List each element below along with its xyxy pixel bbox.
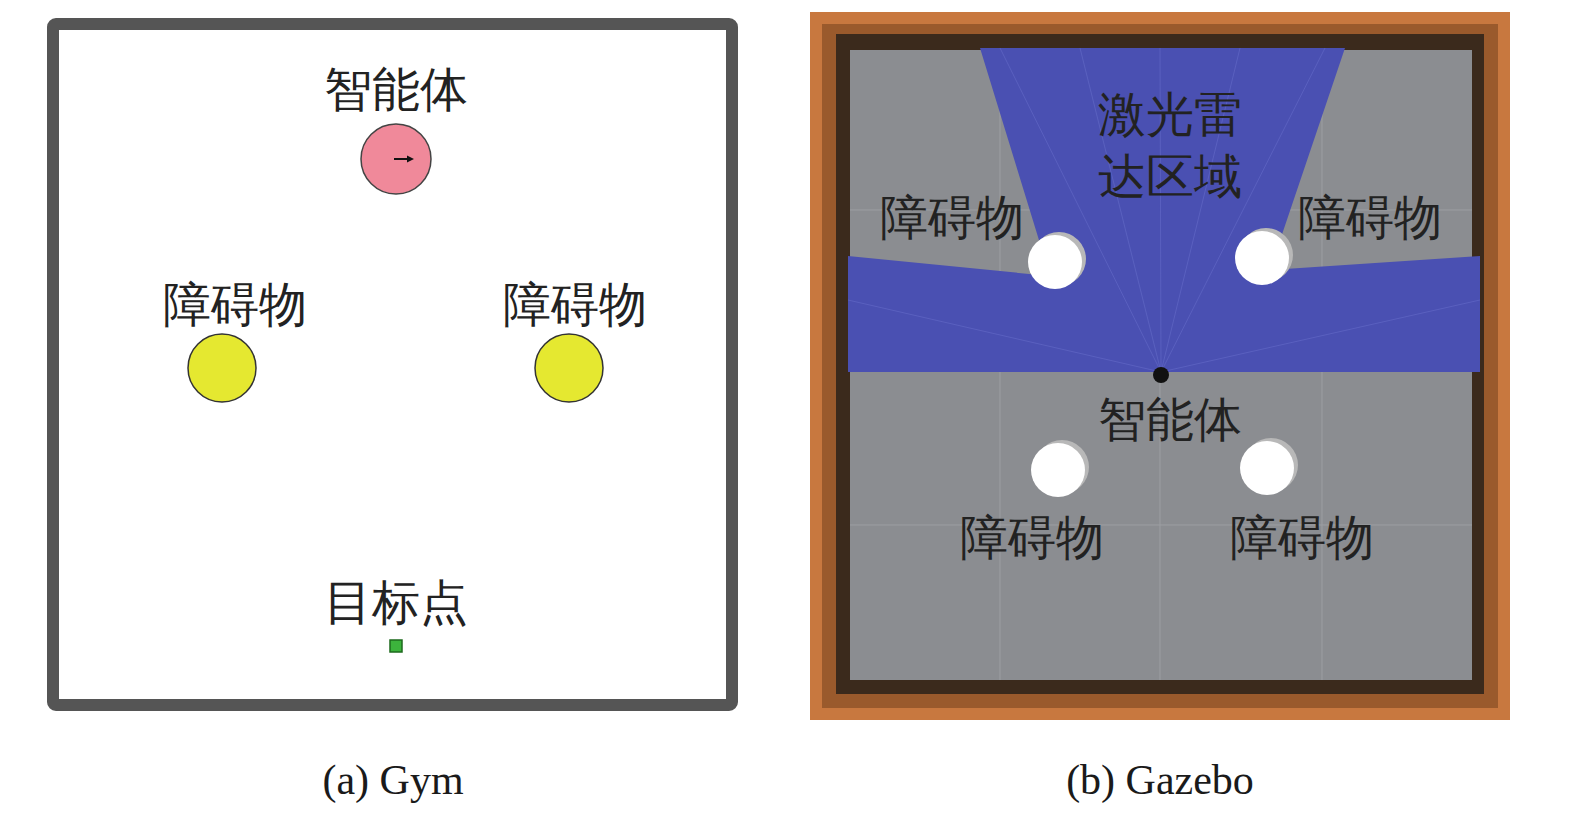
agent-robot: 智能体 — [1153, 367, 1169, 383]
obstacle-cylinder: 障碍物 — [1031, 443, 1085, 497]
obstacle-cylinder: 障碍物 — [1028, 235, 1082, 289]
panel-caption: (a) Gym — [322, 755, 463, 805]
node-label: 障碍物 — [880, 189, 1024, 247]
target-point-outline — [390, 640, 402, 652]
obstacle-cylinder-outline — [1028, 235, 1082, 289]
obstacle-cylinder-outline — [1240, 441, 1294, 495]
target-point: 目标点 — [390, 640, 402, 652]
inner-wall — [836, 34, 1484, 694]
obstacle-cylinder — [1028, 235, 1082, 289]
target-square — [390, 640, 402, 652]
wall-bevel — [822, 24, 1498, 708]
node-label: 智能体 — [1098, 391, 1242, 449]
obstacle-cylinder-outline — [1235, 231, 1289, 285]
node-label: 障碍物 — [503, 276, 647, 334]
gazebo-panel: (b) Gazebo激光雷达区域障碍物障碍物智能体障碍物障碍物 — [810, 12, 1510, 720]
lidar-polygon — [848, 48, 1480, 372]
obstacle-cylinder: 障碍物 — [1235, 231, 1289, 285]
gym-panel: (a) Gym智能体障碍物障碍物目标点 — [47, 18, 738, 711]
node-label: 障碍物 — [163, 276, 307, 334]
panel-border — [53, 24, 732, 705]
obstacle-cylinder — [1240, 441, 1294, 495]
outer-wall — [810, 12, 1510, 720]
node-label: 障碍物 — [1230, 509, 1374, 567]
lidar-rays — [848, 48, 1480, 372]
panel-caption: (b) Gazebo — [1066, 755, 1254, 805]
obstacle-cylinder — [1235, 231, 1289, 285]
obstacle-circle — [535, 334, 603, 402]
agent-robot-outline — [1153, 367, 1169, 383]
obstacle-circle: 障碍物 — [188, 334, 256, 402]
node-label: 障碍物 — [1298, 189, 1442, 247]
obstacle-circle-outline — [535, 334, 603, 402]
node-label: 激光雷达区域 — [1096, 83, 1245, 208]
obstacle-circle: 障碍物 — [535, 334, 603, 402]
agent-circle: 智能体 — [361, 124, 431, 194]
agent-circle-outline — [361, 124, 431, 194]
obstacle-cylinder — [1031, 443, 1085, 497]
node-label: 目标点 — [324, 574, 468, 632]
heading-arrowhead — [407, 156, 414, 163]
obstacle-cylinder-outline — [1031, 443, 1085, 497]
obstacle-circle — [188, 334, 256, 402]
obstacle-circle-outline — [188, 334, 256, 402]
obstacle-cylinder: 障碍物 — [1240, 441, 1294, 495]
agent-robot — [1153, 367, 1169, 383]
agent-circle — [361, 124, 431, 194]
heading-arrow — [394, 158, 408, 160]
node-label: 智能体 — [324, 61, 468, 119]
node-label: 障碍物 — [960, 509, 1104, 567]
